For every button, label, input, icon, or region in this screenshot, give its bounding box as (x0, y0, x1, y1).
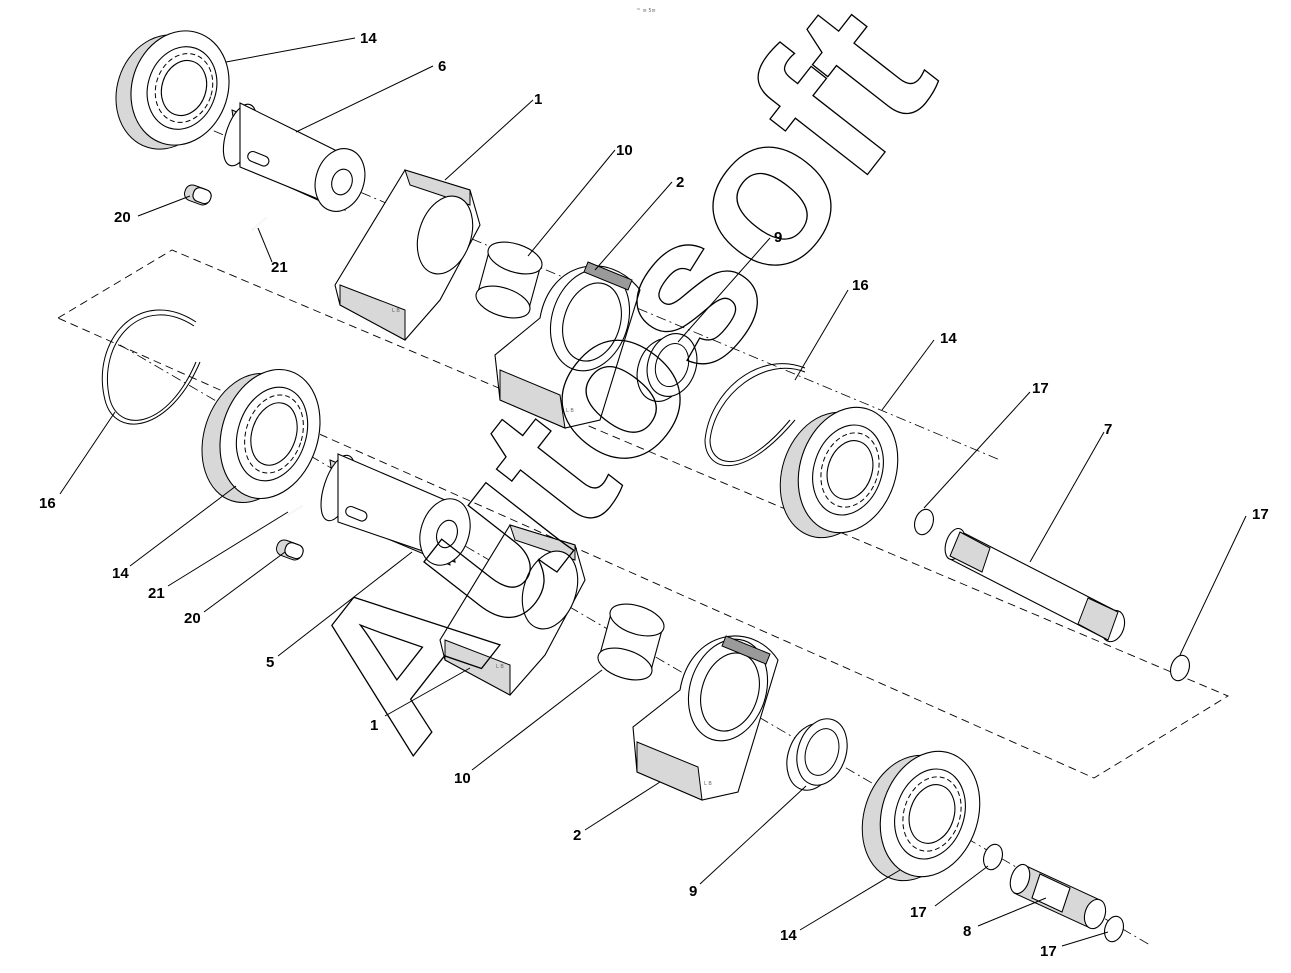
pin-top (251, 217, 267, 231)
snap-ring-right (704, 363, 806, 467)
callout-20-top: 20 (114, 209, 131, 226)
callout-2-bottom: 2 (573, 827, 581, 844)
svg-text:L B: L B (566, 408, 574, 414)
svg-text:L B: L B (496, 664, 504, 670)
callout-10-bottom: 10 (454, 770, 471, 787)
key-top (183, 184, 212, 206)
callout-14-bottom: 14 (780, 927, 797, 944)
callout-14-top: 14 (360, 30, 377, 47)
retaining-ring-c (982, 843, 1004, 871)
callout-9-bottom: 9 (689, 883, 697, 900)
svg-text:L B: L B (392, 308, 400, 314)
callout-17-b: 17 (1252, 506, 1269, 523)
snap-ring-left (101, 309, 201, 425)
retaining-ring-d (1103, 915, 1125, 943)
callout-10-top: 10 (616, 142, 633, 159)
callouts: 14 6 1 10 2 9 20 21 16 14 17 7 17 16 14 … (39, 30, 1269, 960)
callout-14-middle-left: 14 (112, 565, 129, 582)
svg-text:L B: L B (704, 781, 712, 787)
retaining-ring-b (1169, 654, 1191, 682)
bearing-middle-left (201, 368, 321, 503)
leader-lines (59, 37, 1247, 947)
bracket-top: L B (494, 261, 641, 429)
collar-top (636, 333, 698, 402)
callout-16-right: 16 (852, 277, 869, 294)
short-shaft (1009, 863, 1107, 930)
callout-17-a: 17 (1032, 380, 1049, 397)
callout-2-top: 2 (676, 174, 684, 191)
collar-bottom (786, 718, 848, 791)
callout-1-top: 1 (534, 91, 542, 108)
arm-top: L B (334, 169, 481, 341)
callout-1-bottom: 1 (370, 717, 378, 734)
callout-6: 6 (438, 58, 446, 75)
key-middle (275, 539, 304, 561)
shaft-sleeve-top (222, 102, 366, 212)
bracket-bottom: L B (632, 635, 779, 801)
callout-17-d: 17 (1040, 943, 1057, 960)
callout-7: 7 (1104, 421, 1112, 438)
long-shaft (944, 527, 1126, 643)
corner-text: ™ ≡ 5≡ (636, 8, 656, 14)
callout-8: 8 (963, 923, 971, 940)
bearing-top-left (115, 30, 230, 150)
bearing-middle-right (779, 406, 899, 539)
bearing-bottom (861, 750, 981, 882)
callout-16-left: 16 (39, 495, 56, 512)
callout-21-middle: 21 (148, 585, 165, 602)
shaft-sleeve-bottom (320, 453, 471, 566)
retaining-ring-a (913, 508, 935, 536)
callout-20-middle: 20 (184, 610, 201, 627)
callout-9-top: 9 (774, 229, 782, 246)
callout-21-top: 21 (271, 259, 288, 276)
callout-17-c: 17 (910, 904, 927, 921)
callout-5: 5 (266, 654, 274, 671)
callout-14-middle-right: 14 (940, 330, 957, 347)
arm-bottom: L B (439, 524, 586, 696)
bushing-top (475, 241, 543, 319)
assembly-boundary (57, 249, 1229, 779)
pin-middle (287, 505, 303, 516)
bushing-bottom (597, 603, 665, 681)
